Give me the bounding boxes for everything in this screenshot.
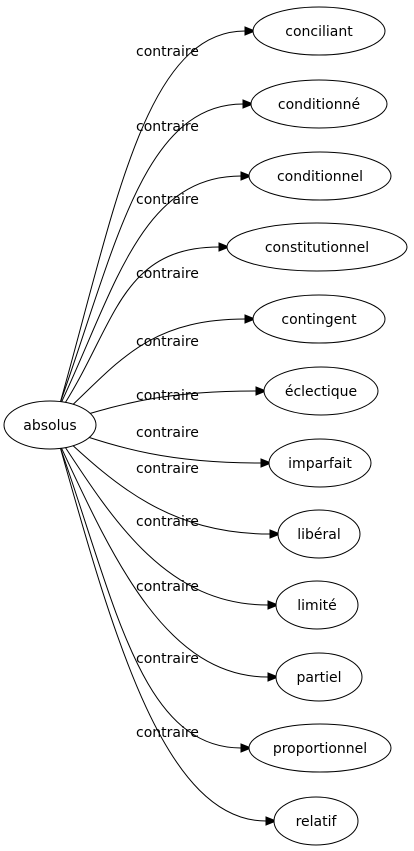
source-node-shape bbox=[3, 400, 97, 450]
edge-arrowhead bbox=[267, 672, 280, 682]
edge-arrowhead bbox=[260, 458, 273, 468]
edge-arrowhead bbox=[265, 816, 278, 826]
target-node: conciliant bbox=[252, 6, 386, 56]
target-node-shape bbox=[263, 366, 379, 416]
edge-arrowhead bbox=[269, 529, 282, 539]
edge-label: contraire bbox=[136, 266, 199, 282]
edge: contraire bbox=[59, 444, 280, 682]
target-node-shape bbox=[277, 509, 361, 559]
target-node-shape bbox=[273, 796, 359, 846]
edge-label: contraire bbox=[136, 44, 199, 60]
edge: contraire bbox=[59, 446, 278, 826]
target-node-label: relatif bbox=[296, 814, 338, 830]
target-node-label: constitutionnel bbox=[265, 240, 369, 256]
target-node-shape bbox=[275, 652, 363, 702]
edge-line bbox=[59, 444, 269, 678]
edge-line bbox=[59, 30, 246, 404]
edge-line bbox=[59, 103, 244, 404]
edge: contraire bbox=[59, 171, 253, 406]
target-node-label: libéral bbox=[297, 527, 341, 543]
edge-line bbox=[59, 446, 267, 822]
edge-arrowhead bbox=[240, 743, 253, 753]
target-node-label: conciliant bbox=[285, 24, 353, 40]
source-node-label: absolus bbox=[23, 418, 76, 434]
target-node: conditionné bbox=[250, 79, 388, 129]
edges-layer: contraire contraire contraire contraire cont… bbox=[59, 26, 282, 826]
target-node: proportionnel bbox=[248, 723, 392, 773]
edge: contraire bbox=[59, 99, 255, 404]
edge-line bbox=[59, 446, 242, 749]
target-node: libéral bbox=[277, 509, 361, 559]
edge-label: contraire bbox=[136, 725, 199, 741]
edge-line bbox=[59, 246, 220, 412]
target-node-label: imparfait bbox=[288, 456, 352, 472]
nodes-layer: absolus conciliant conditionné conditionne… bbox=[3, 6, 408, 846]
source-node: absolus bbox=[3, 400, 97, 450]
target-node-shape bbox=[248, 151, 392, 201]
edge-line bbox=[59, 318, 246, 417]
target-node-label: éclectique bbox=[285, 384, 357, 400]
target-node-shape bbox=[226, 222, 408, 272]
edge-label: contraire bbox=[136, 514, 199, 530]
edge-label: contraire bbox=[136, 461, 199, 477]
edge-label: contraire bbox=[136, 579, 199, 595]
target-node: imparfait bbox=[268, 438, 372, 488]
target-node-label: partiel bbox=[296, 670, 341, 686]
edge-label: contraire bbox=[136, 192, 199, 208]
target-node: constitutionnel bbox=[226, 222, 408, 272]
edge: contraire bbox=[59, 314, 257, 417]
edge: contraire bbox=[59, 446, 253, 753]
edge-line bbox=[59, 175, 242, 406]
target-node-shape bbox=[248, 723, 392, 773]
edge-label: contraire bbox=[136, 119, 199, 135]
edge-arrowhead bbox=[255, 386, 268, 396]
target-node: conditionnel bbox=[248, 151, 392, 201]
target-node-label: conditionnel bbox=[277, 169, 363, 185]
target-node-label: contingent bbox=[281, 312, 357, 328]
edge-line bbox=[59, 439, 269, 606]
target-node: limité bbox=[275, 580, 359, 630]
edge-arrowhead bbox=[240, 171, 253, 181]
edge-label: contraire bbox=[136, 334, 199, 350]
edge-label: contraire bbox=[136, 651, 199, 667]
edge-arrowhead bbox=[267, 600, 280, 610]
target-node-label: proportionnel bbox=[273, 741, 367, 757]
edge-arrowhead bbox=[244, 26, 257, 36]
target-node-shape bbox=[275, 580, 359, 630]
edge-arrowhead bbox=[242, 99, 255, 109]
target-node-label: conditionné bbox=[278, 97, 360, 113]
target-node-shape bbox=[268, 438, 372, 488]
edge-label: contraire bbox=[136, 425, 199, 441]
edge-label: contraire bbox=[136, 388, 199, 404]
target-node-label: limité bbox=[297, 598, 336, 614]
target-node: éclectique bbox=[263, 366, 379, 416]
edge-arrowhead bbox=[244, 314, 257, 324]
target-node: contingent bbox=[252, 294, 386, 344]
target-node-shape bbox=[252, 6, 386, 56]
edge-arrowhead bbox=[218, 242, 231, 252]
target-node: relatif bbox=[273, 796, 359, 846]
target-node-shape bbox=[250, 79, 388, 129]
edge-line bbox=[59, 433, 271, 535]
target-node-shape bbox=[252, 294, 386, 344]
edge: contraire bbox=[59, 242, 231, 412]
edge: contraire bbox=[59, 433, 282, 539]
target-node: partiel bbox=[275, 652, 363, 702]
edge: contraire bbox=[59, 26, 257, 404]
edge: contraire bbox=[59, 439, 280, 610]
